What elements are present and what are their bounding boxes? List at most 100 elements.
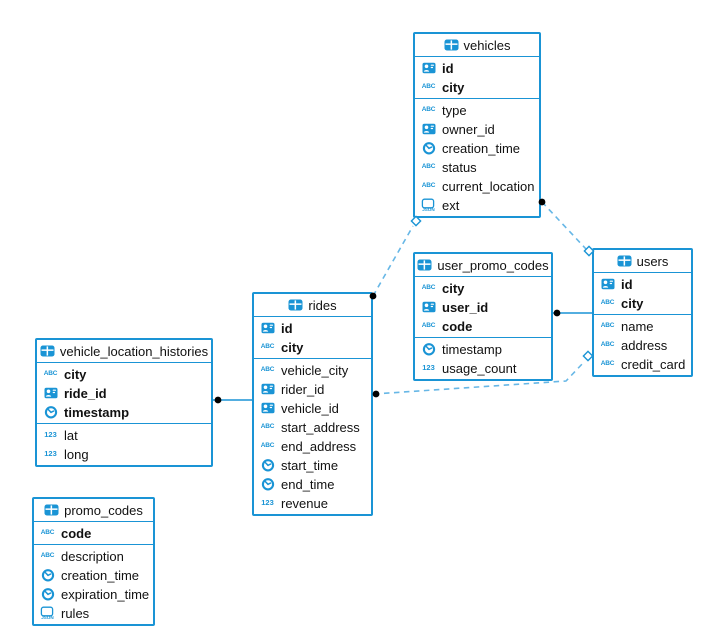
- column-name[interactable]: ABC name: [594, 317, 691, 336]
- table-title: vehicles: [463, 37, 511, 53]
- column-name: vehicle_id: [281, 400, 339, 416]
- id-card-icon: [259, 322, 276, 334]
- table-title: promo_codes: [64, 502, 143, 518]
- clock-icon: [39, 587, 56, 601]
- clock-icon: [259, 477, 276, 491]
- table-header-rides[interactable]: rides: [254, 294, 371, 316]
- column-rider_id[interactable]: rider_id: [254, 380, 371, 399]
- column-city[interactable]: ABC city: [254, 338, 371, 357]
- json-icon: JSON: [39, 606, 56, 620]
- column-name: ext: [442, 197, 460, 213]
- column-id[interactable]: id: [254, 319, 371, 338]
- primary-key-section: ABC city ride_id timestamp: [37, 362, 211, 423]
- clock-icon: [259, 458, 276, 472]
- column-name: city: [442, 280, 465, 296]
- table-header-user_promo_codes[interactable]: user_promo_codes: [415, 254, 551, 276]
- 123-icon: 123: [261, 498, 274, 508]
- column-name: timestamp: [442, 341, 502, 357]
- column-id[interactable]: id: [594, 275, 691, 294]
- column-start_time[interactable]: start_time: [254, 456, 371, 475]
- column-timestamp[interactable]: timestamp: [37, 403, 211, 422]
- table-header-vehicle_location_histories[interactable]: vehicle_location_histories: [37, 340, 211, 362]
- abc-icon: ABC: [260, 365, 275, 373]
- column-city[interactable]: ABC city: [37, 365, 211, 384]
- column-name: id: [442, 60, 454, 76]
- abc-icon: ABC: [260, 441, 275, 449]
- column-name: id: [621, 276, 633, 292]
- table-title: rides: [308, 297, 337, 313]
- abc-icon: ABC: [260, 342, 275, 350]
- column-name: start_address: [281, 419, 360, 435]
- column-name: type: [442, 102, 467, 118]
- svg-text:JSON: JSON: [422, 207, 435, 212]
- column-name: start_time: [281, 457, 339, 473]
- id-card-icon: [420, 62, 437, 74]
- column-creation_time[interactable]: creation_time: [415, 139, 539, 158]
- rel-vehicles-users-line[interactable]: [541, 201, 587, 250]
- column-ext[interactable]: JSON ext: [415, 196, 539, 215]
- column-timestamp[interactable]: timestamp: [415, 340, 551, 359]
- column-name: city: [281, 339, 304, 355]
- column-rules[interactable]: JSON rules: [34, 604, 153, 623]
- column-name: usage_count: [442, 360, 517, 376]
- column-user_id[interactable]: user_id: [415, 298, 551, 317]
- column-name: address: [621, 337, 668, 353]
- column-name: long: [64, 446, 89, 462]
- abc-icon: ABC: [260, 422, 275, 430]
- rel-rides-vehicles-line[interactable]: [372, 225, 414, 297]
- rel-rides-users-line[interactable]: [373, 361, 585, 395]
- column-owner_id[interactable]: owner_id: [415, 120, 539, 139]
- column-name: city: [442, 79, 465, 95]
- column-name: id: [281, 320, 293, 336]
- table-header-vehicles[interactable]: vehicles: [415, 34, 539, 56]
- column-vehicle_id[interactable]: vehicle_id: [254, 399, 371, 418]
- abc-icon: ABC: [600, 321, 615, 329]
- column-city[interactable]: ABC city: [415, 279, 551, 298]
- abc-icon: ABC: [43, 369, 58, 377]
- column-name: owner_id: [442, 121, 495, 137]
- column-name: vehicle_city: [281, 362, 349, 378]
- column-name: creation_time: [61, 567, 140, 583]
- column-name: city: [64, 366, 87, 382]
- column-creation_time[interactable]: creation_time: [34, 566, 153, 585]
- column-end_time[interactable]: end_time: [254, 475, 371, 494]
- svg-text:JSON: JSON: [41, 615, 54, 620]
- table-header-users[interactable]: users: [594, 250, 691, 272]
- column-name: current_location: [442, 178, 535, 194]
- abc-icon: ABC: [421, 283, 436, 291]
- column-ride_id[interactable]: ride_id: [37, 384, 211, 403]
- column-id[interactable]: id: [415, 59, 539, 78]
- column-vehicle_city[interactable]: ABC vehicle_city: [254, 361, 371, 380]
- column-name: name: [621, 318, 654, 334]
- column-name: city: [621, 295, 644, 311]
- column-start_address[interactable]: ABC start_address: [254, 418, 371, 437]
- id-card-icon: [599, 278, 616, 290]
- column-expiration_time[interactable]: expiration_time: [34, 585, 153, 604]
- table-header-promo_codes[interactable]: promo_codes: [34, 499, 153, 521]
